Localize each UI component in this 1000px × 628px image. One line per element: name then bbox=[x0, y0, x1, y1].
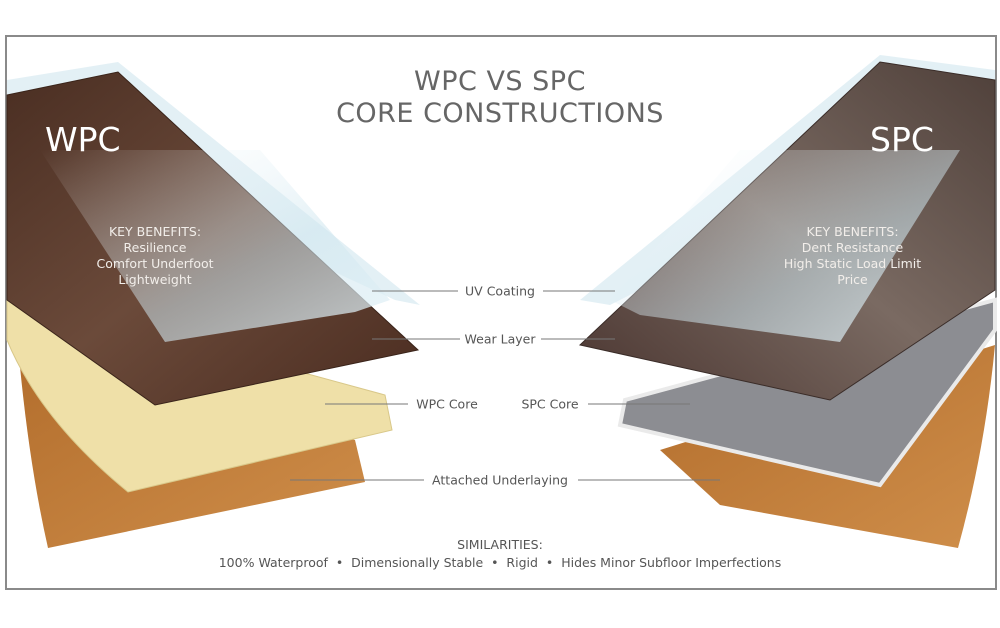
spc-key-benefits: KEY BENEFITS: Dent Resistance High Stati… bbox=[775, 224, 930, 288]
page-title: WPC VS SPC CORE CONSTRUCTIONS bbox=[0, 66, 1000, 130]
label-spc-core: SPC Core bbox=[519, 396, 581, 412]
title-line-2: CORE CONSTRUCTIONS bbox=[336, 98, 664, 129]
wpc-key-benefits: KEY BENEFITS: Resilience Comfort Underfo… bbox=[95, 224, 215, 288]
label-uv-coating: UV Coating bbox=[463, 283, 537, 299]
similarities-heading: SIMILARITIES: bbox=[457, 537, 543, 552]
spc-benefits-heading: KEY BENEFITS: bbox=[806, 224, 899, 239]
spc-heading: SPC bbox=[870, 120, 934, 159]
wpc-heading: WPC bbox=[45, 120, 121, 159]
label-wear-layer: Wear Layer bbox=[462, 331, 538, 347]
similarities: SIMILARITIES: 100% Waterproof • Dimensio… bbox=[0, 536, 1000, 572]
spc-benefit: High Static Load Limit bbox=[783, 256, 922, 271]
title-line-1: WPC VS SPC bbox=[414, 66, 586, 97]
wpc-benefit: Comfort Underfoot bbox=[96, 256, 214, 271]
wpc-gloss bbox=[40, 150, 390, 342]
wpc-benefits-heading: KEY BENEFITS: bbox=[108, 224, 202, 239]
spc-benefit: Dent Resistance bbox=[801, 240, 904, 255]
spc-gloss bbox=[610, 150, 960, 342]
spc-benefit: Price bbox=[837, 272, 868, 287]
label-wpc-core: WPC Core bbox=[414, 396, 480, 412]
similarities-list: 100% Waterproof • Dimensionally Stable •… bbox=[218, 555, 782, 570]
wpc-benefit: Lightweight bbox=[118, 272, 192, 287]
label-attached-underlaying: Attached Underlaying bbox=[430, 472, 570, 488]
wpc-benefit: Resilience bbox=[123, 240, 187, 255]
